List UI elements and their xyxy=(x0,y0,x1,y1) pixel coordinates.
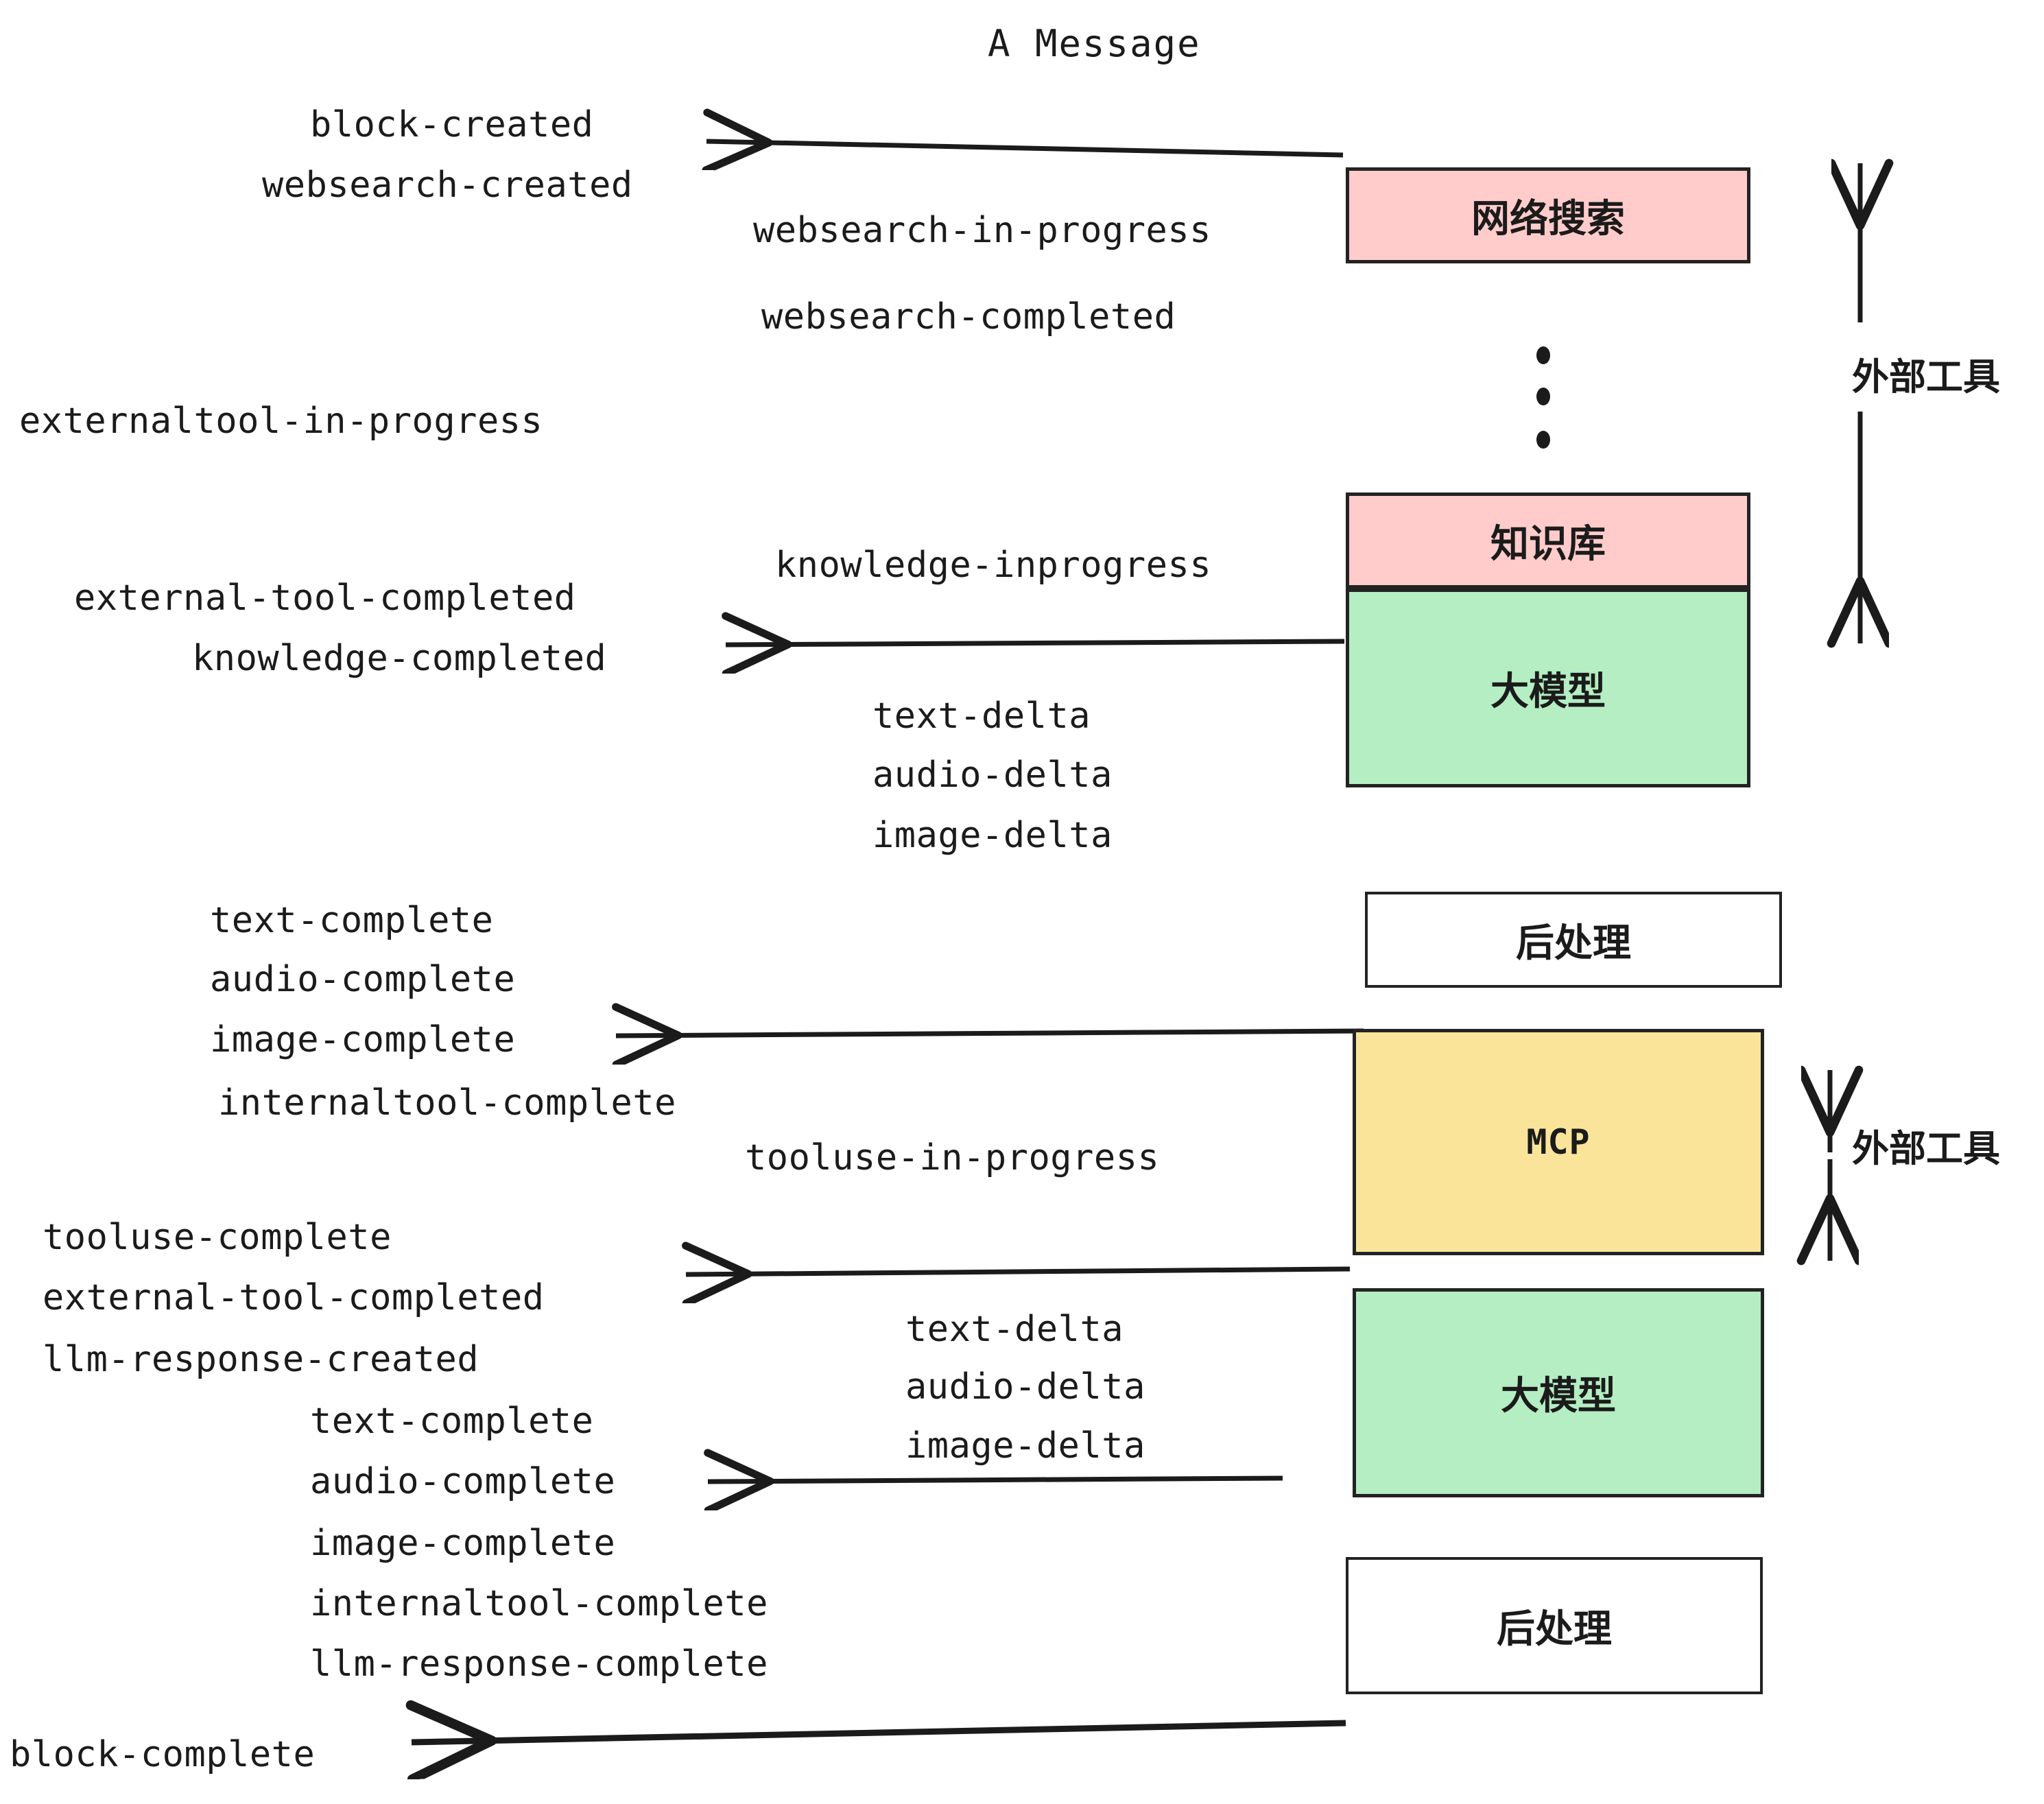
node-knowledge[interactable]: 知识库 xyxy=(1346,492,1750,589)
event-label-websearch-in-progress: websearch-in-progress xyxy=(753,210,1211,251)
ellipsis-dot-3 xyxy=(1536,431,1550,449)
event-label-audio-delta-2: audio-delta xyxy=(905,1366,1145,1408)
event-label-audio-delta-1: audio-delta xyxy=(872,755,1113,796)
event-label-internaltool-complete-1: internaltool-complete xyxy=(218,1082,676,1124)
node-llm-1-label: 大模型 xyxy=(1490,669,1606,714)
node-mcp-label: MCP xyxy=(1526,1122,1591,1162)
event-label-text-delta-2: text-delta xyxy=(905,1309,1124,1350)
node-postprocess-1-label: 后处理 xyxy=(1516,921,1631,966)
event-label-tooluse-in-progress: tooluse-in-progress xyxy=(745,1137,1160,1178)
event-label-image-complete-1: image-complete xyxy=(210,1019,516,1060)
event-label-image-delta-1: image-delta xyxy=(872,815,1113,856)
node-websearch[interactable]: 网络搜索 xyxy=(1346,167,1750,263)
arrow-llm2-to-audio-complete xyxy=(708,1478,1283,1482)
node-postprocess-2[interactable]: 后处理 xyxy=(1346,1557,1763,1694)
event-label-llm-response-created: llm-response-created xyxy=(43,1339,479,1380)
ellipsis-dot-2 xyxy=(1536,388,1550,405)
node-websearch-label: 网络搜索 xyxy=(1471,196,1625,241)
arrow-knowledge-to-completed xyxy=(726,641,1345,645)
arrow-post2-to-block-complete xyxy=(412,1723,1346,1742)
event-label-internaltool-complete-2: internaltool-complete xyxy=(310,1583,768,1624)
event-label-text-complete-2: text-complete xyxy=(310,1401,594,1442)
event-label-knowledge-completed: knowledge-completed xyxy=(192,638,607,679)
event-label-llm-response-complete: llm-response-complete xyxy=(310,1643,768,1685)
event-label-text-delta-1: text-delta xyxy=(872,696,1091,737)
event-label-audio-complete-2: audio-complete xyxy=(310,1461,616,1502)
node-knowledge-label: 知识库 xyxy=(1490,521,1606,567)
node-postprocess-2-label: 后处理 xyxy=(1497,1606,1612,1652)
event-label-image-delta-2: image-delta xyxy=(905,1425,1145,1467)
event-label-external-tool-completed-2: external-tool-completed xyxy=(43,1277,545,1318)
event-label-block-complete: block-complete xyxy=(10,1734,316,1775)
event-label-tooluse-complete: tooluse-complete xyxy=(43,1217,392,1258)
arrow-post1-to-image-complete xyxy=(616,1031,1364,1036)
event-label-image-complete-2: image-complete xyxy=(310,1523,616,1564)
event-label-websearch-created: websearch-created xyxy=(262,165,633,206)
event-label-knowledge-inprogress: knowledge-inprogress xyxy=(775,545,1212,586)
ellipsis-dot-1 xyxy=(1536,346,1550,364)
event-label-websearch-completed: websearch-completed xyxy=(761,296,1176,337)
event-label-audio-complete-1: audio-complete xyxy=(210,959,516,1000)
side-label-external-tools-top: 外部工具 xyxy=(1852,355,2000,399)
event-label-external-tool-completed-1: external-tool-completed xyxy=(74,578,576,619)
node-llm-2[interactable]: 大模型 xyxy=(1353,1288,1764,1497)
event-label-block-created: block-created xyxy=(310,104,594,145)
node-mcp[interactable]: MCP xyxy=(1353,1029,1764,1255)
node-llm-1[interactable]: 大模型 xyxy=(1346,589,1750,787)
arrow-mcp-to-tooluse-complete xyxy=(686,1269,1351,1274)
node-llm-2-label: 大模型 xyxy=(1501,1374,1616,1419)
event-label-externaltool-in-progress: externaltool-in-progress xyxy=(19,401,543,442)
event-label-text-complete-1: text-complete xyxy=(210,900,494,941)
arrow-websearch-to-created xyxy=(706,141,1344,155)
page-title: A Message xyxy=(988,22,1201,65)
side-label-external-tools-bottom: 外部工具 xyxy=(1852,1127,2000,1170)
node-postprocess-1[interactable]: 后处理 xyxy=(1365,892,1782,988)
